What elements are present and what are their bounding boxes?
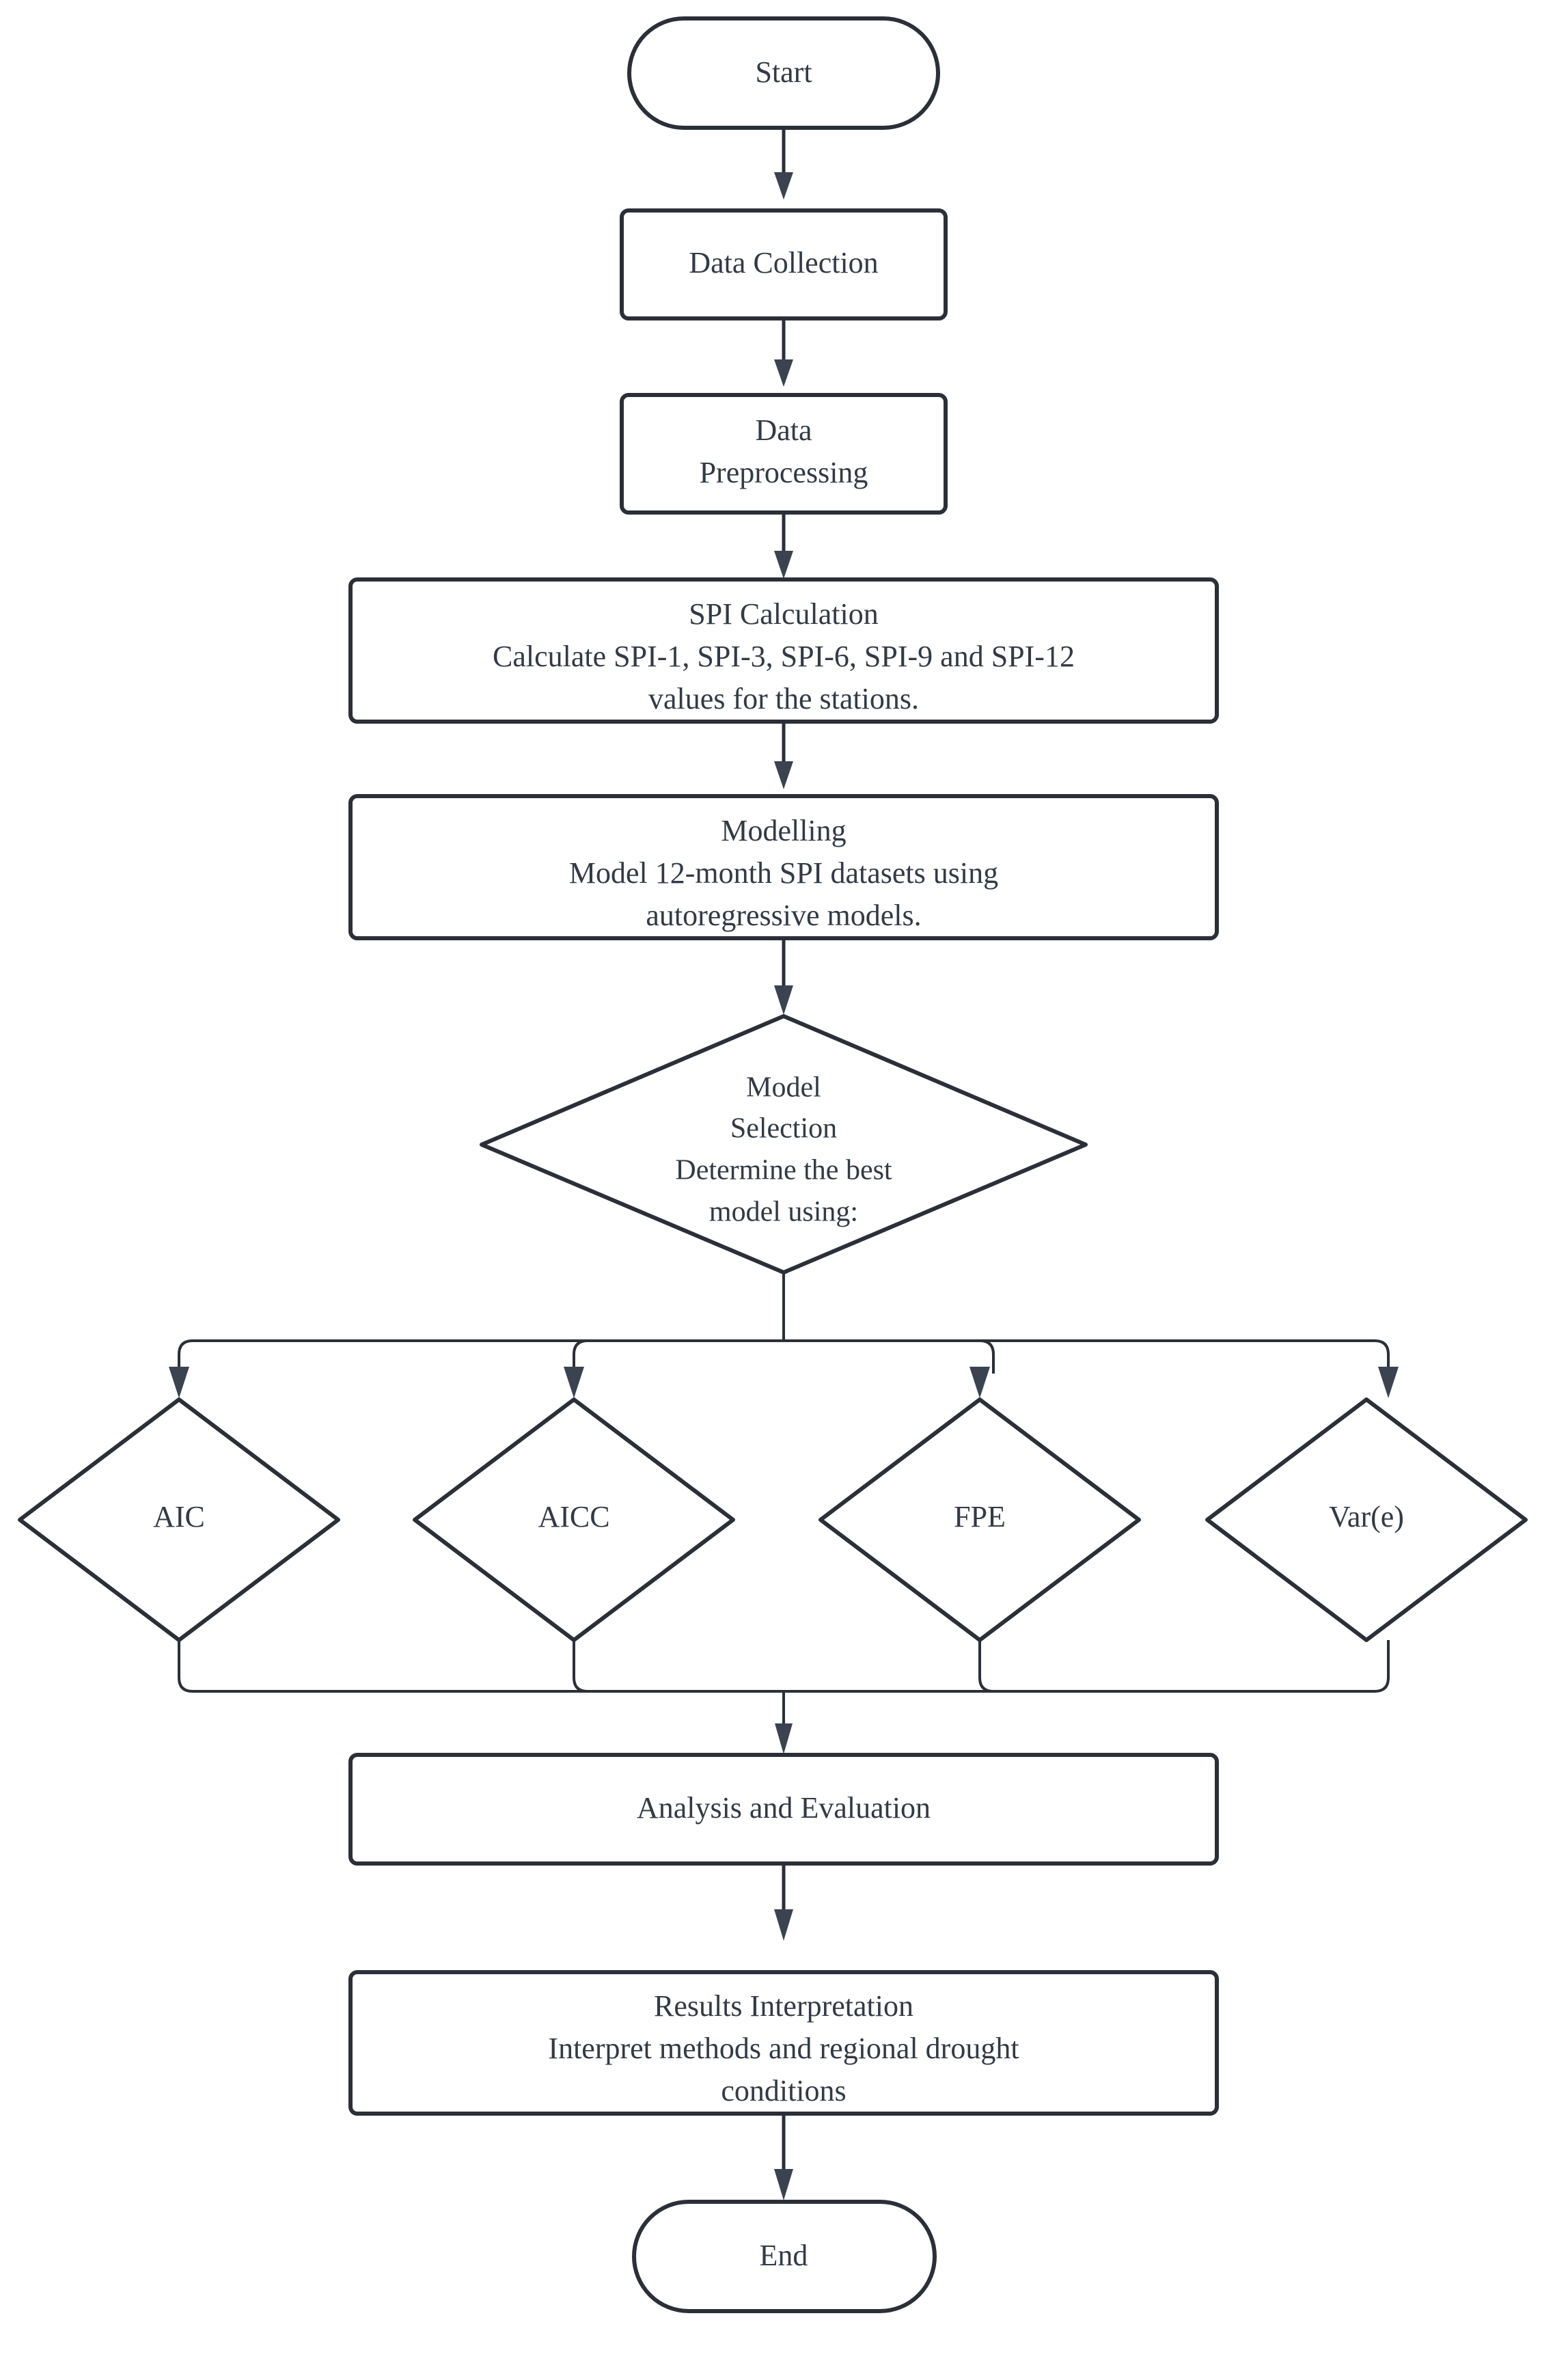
aic-label: AIC — [153, 1500, 205, 1533]
spi-calculation-label-line1: SPI Calculation — [689, 597, 878, 631]
analysis-evaluation-shape — [348, 1753, 1219, 1866]
results-interpretation-label-line2: Interpret methods and regional drought — [548, 2032, 1019, 2065]
node-data-collection[interactable]: Data Collection — [620, 208, 948, 320]
fpe-label: FPE — [954, 1500, 1006, 1533]
end-label: End — [760, 2239, 808, 2272]
spi-calculation-shape — [348, 577, 1219, 724]
edge-collect-to-preproc — [774, 318, 793, 387]
edge-criteria-merge — [178, 1640, 1390, 1754]
data-preprocessing-label-line1: Data — [755, 413, 812, 447]
aicc-shape — [413, 1397, 735, 1642]
aic-shape — [18, 1397, 340, 1642]
start-shape — [627, 16, 940, 130]
results-interpretation-label-line3: conditions — [721, 2074, 846, 2107]
vare-shape — [1205, 1397, 1528, 1642]
modelling-label-line3: autoregressive models. — [646, 899, 921, 932]
edge-model-to-select — [774, 938, 793, 1015]
node-data-preprocessing[interactable]: Data Preprocessing — [620, 393, 948, 515]
vare-label: Var(e) — [1329, 1500, 1404, 1533]
node-aic[interactable]: AIC — [18, 1397, 340, 1642]
node-start[interactable]: Start — [627, 16, 940, 130]
model-selection-shape — [480, 1014, 1088, 1274]
aicc-label: AICC — [538, 1500, 609, 1533]
node-vare[interactable]: Var(e) — [1205, 1397, 1528, 1642]
analysis-evaluation-label: Analysis and Evaluation — [637, 1791, 931, 1825]
spi-calculation-label-line3: values for the stations. — [648, 682, 919, 715]
modelling-label-line1: Modelling — [721, 814, 846, 847]
modelling-shape — [348, 794, 1219, 940]
edge-select-fanout — [169, 1272, 1399, 1398]
edge-analysis-to-results — [774, 1864, 793, 1941]
edge-spi-to-model — [774, 722, 793, 789]
model-selection-label-line4: model using: — [709, 1197, 858, 1228]
spi-calculation-label-line2: Calculate SPI-1, SPI-3, SPI-6, SPI-9 and… — [493, 640, 1075, 673]
fpe-shape — [819, 1397, 1141, 1642]
model-selection-label-line2: Selection — [730, 1113, 837, 1145]
node-results-interpretation[interactable]: Results Interpretation Interpret methods… — [348, 1970, 1219, 2116]
node-aicc[interactable]: AICC — [413, 1397, 735, 1642]
end-shape — [632, 2200, 937, 2313]
results-interpretation-shape — [348, 1970, 1219, 2116]
edge-start-to-collect — [774, 128, 793, 200]
node-spi-calculation[interactable]: SPI Calculation Calculate SPI-1, SPI-3, … — [348, 577, 1219, 724]
data-collection-shape — [620, 208, 948, 320]
edge-layer — [169, 128, 1399, 2200]
data-collection-label: Data Collection — [689, 246, 878, 279]
data-preprocessing-shape — [620, 393, 948, 515]
node-model-selection[interactable]: Model Selection Determine the best model… — [480, 1014, 1088, 1274]
edge-preproc-to-spi — [774, 513, 793, 579]
modelling-label-line2: Model 12-month SPI datasets using — [569, 856, 998, 890]
node-modelling[interactable]: Modelling Model 12-month SPI datasets us… — [348, 794, 1219, 940]
node-fpe[interactable]: FPE — [819, 1397, 1141, 1642]
start-label: Start — [755, 55, 812, 89]
data-preprocessing-label-line2: Preprocessing — [700, 456, 868, 489]
node-analysis-evaluation[interactable]: Analysis and Evaluation — [348, 1753, 1219, 1866]
results-interpretation-label-line1: Results Interpretation — [654, 1989, 913, 2023]
node-end[interactable]: End — [632, 2200, 937, 2313]
edge-results-to-end — [774, 2114, 793, 2200]
model-selection-label-line3: Determine the best — [675, 1155, 892, 1186]
model-selection-label-line1: Model — [746, 1072, 821, 1104]
